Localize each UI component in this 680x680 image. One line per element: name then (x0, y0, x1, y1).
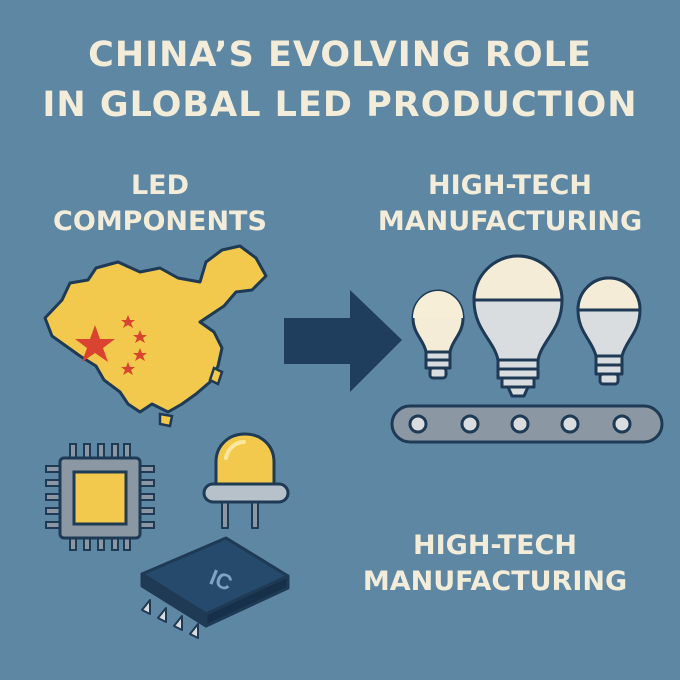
ic-chip-icon: IC (140, 536, 290, 639)
flag-star-icon (75, 315, 147, 375)
bottom-line-1: HIGH-TECH (413, 530, 577, 561)
high-tech-line-1: HIGH-TECH (428, 170, 592, 201)
bottom-line-2: MANUFACTURING (362, 566, 628, 597)
china-map-icon (43, 244, 268, 428)
title-line-1: CHINA’S EVOLVING ROLE (88, 35, 592, 75)
title-line-2: IN GLOBAL LED PRODUCTION (42, 85, 638, 125)
high-tech-line-2: MANUFACTURING (377, 206, 643, 237)
led-components-line-1: LED (130, 170, 190, 201)
led-components-line-2: COMPONENTS (53, 206, 267, 237)
light-bulb-icon (576, 276, 642, 386)
light-bulb-icon (472, 254, 564, 398)
led-components-label: LED COMPONENTS (20, 168, 300, 240)
conveyor-belt-icon (390, 404, 664, 444)
page-title: CHINA’S EVOLVING ROLE IN GLOBAL LED PROD… (0, 30, 680, 130)
light-bulb-icon (411, 289, 465, 380)
high-tech-manufacturing-label: HIGH-TECH MANUFACTURING (360, 168, 660, 240)
microchip-icon (45, 443, 155, 551)
high-tech-manufacturing-bottom-label: HIGH-TECH MANUFACTURING (330, 528, 660, 600)
arrow-right-icon (284, 290, 402, 392)
led-diode-icon (202, 432, 290, 529)
